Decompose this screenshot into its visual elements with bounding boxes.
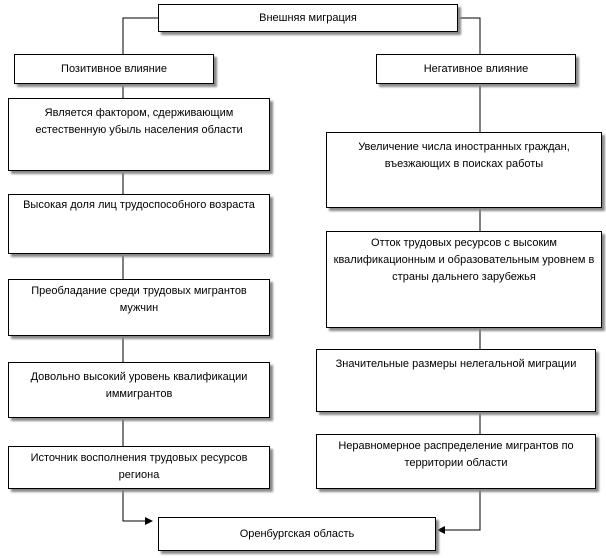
negative-chain-line [438, 86, 481, 530]
positive-item-text: Преобладание среди трудовых мигрантов му… [31, 285, 247, 314]
negative-item-box: Неравномерное распределение мигрантов по… [316, 434, 596, 489]
negative-influence-label: Негативное влияние [423, 62, 529, 75]
external-migration-box: Внешняя миграция [158, 4, 458, 32]
negative-item-text: Увеличение числа иностранных граждан, въ… [358, 141, 570, 170]
positive-item-text: Источник восполнения трудовых ресурсов р… [30, 452, 248, 481]
root-to-positive-connector [122, 17, 158, 54]
positive-item-text: Высокая доля лиц трудоспособного возраст… [23, 199, 255, 211]
positive-item-box: Высокая доля лиц трудоспособного возраст… [8, 194, 270, 254]
positive-item-text: Является фактором, сдерживающим естестве… [35, 107, 243, 136]
negative-item-text: Отток трудовых ресурсов с высоким квалиф… [333, 237, 595, 283]
positive-item-box: Довольно высокий уровень квалификации им… [8, 362, 270, 418]
positive-item-box: Является фактором, сдерживающим естестве… [8, 98, 270, 171]
negative-item-text: Неравномерное распределение мигрантов по… [338, 440, 574, 469]
positive-item-text: Довольно высокий уровень квалификации им… [30, 371, 248, 400]
negative-item-box: Отток трудовых ресурсов с высоким квалиф… [326, 231, 602, 328]
negative-influence-header: Негативное влияние [376, 54, 576, 84]
orenburg-region-box: Оренбургская область [158, 517, 436, 551]
positive-item-box: Преобладание среди трудовых мигрантов му… [8, 279, 270, 336]
negative-item-box: Увеличение числа иностранных граждан, въ… [326, 132, 602, 208]
negative-item-box: Значительные размеры нелегальной миграци… [316, 349, 596, 412]
positive-influence-label: Позитивное влияние [61, 62, 167, 75]
negative-item-text: Значительные размеры нелегальной миграци… [335, 358, 577, 370]
root-to-negative-connector [458, 17, 481, 54]
external-migration-label: Внешняя миграция [259, 11, 357, 24]
positive-influence-header: Позитивное влияние [14, 54, 214, 84]
positive-item-box: Источник восполнения трудовых ресурсов р… [8, 446, 270, 489]
orenburg-region-label: Оренбургская область [239, 527, 355, 540]
